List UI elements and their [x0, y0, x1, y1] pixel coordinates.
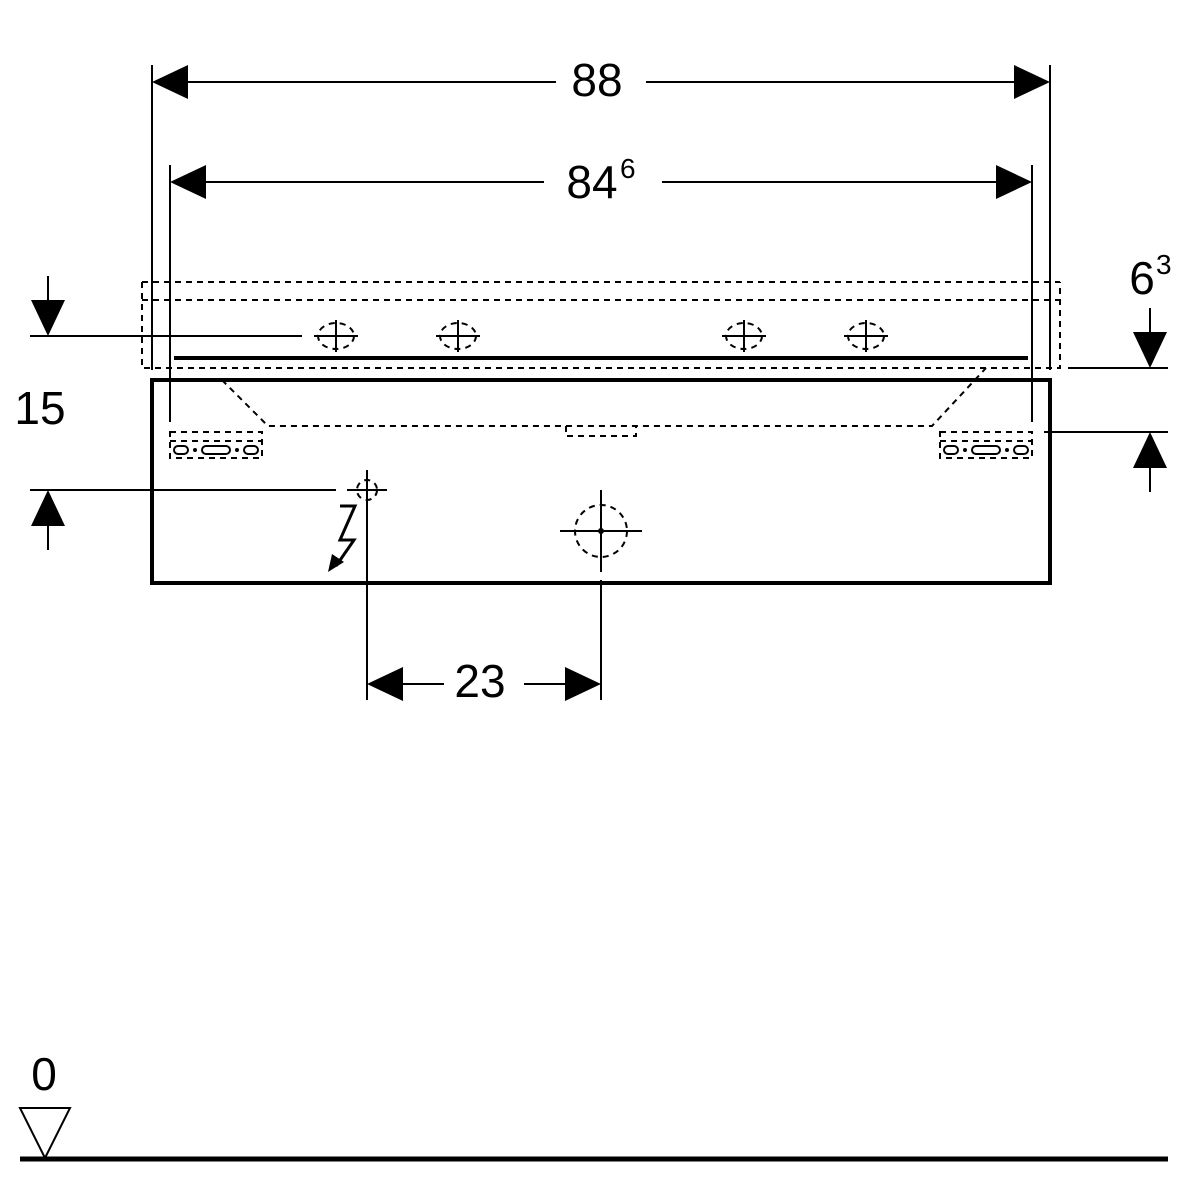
arrowhead-up [1133, 432, 1167, 468]
arrowhead-left [152, 65, 188, 99]
cabinet-body [150, 367, 1052, 585]
slotted-plate-right [939, 431, 1033, 459]
level-triangle-icon [18, 1107, 72, 1161]
fixing-screw [436, 320, 480, 352]
floor-level: 0 [18, 1048, 1168, 1162]
dimension-label-88: 88 [571, 54, 622, 106]
dimension-sup-6: 6 [620, 153, 636, 184]
dimension-inner-width: 84 6 [169, 153, 1033, 422]
floor-level-label: 0 [31, 1048, 57, 1100]
arrowhead-right [1014, 65, 1050, 99]
dimension-label-6-3: 6 [1129, 252, 1155, 304]
dimension-label-15: 15 [14, 382, 65, 434]
dimension-sup-3: 3 [1156, 249, 1172, 280]
dimension-label-84-6: 84 [566, 156, 617, 208]
drain-connection [560, 490, 642, 572]
electrical-connection [347, 470, 387, 510]
dimension-height-offset: 15 [14, 276, 336, 550]
mounting-rail [141, 281, 1061, 369]
slotted-plate-left [169, 431, 263, 459]
arrowhead-down [31, 300, 65, 336]
arrowhead-right [565, 667, 601, 701]
lightning-bolt-icon [328, 504, 358, 572]
dimension-pipe-offset: 23 [366, 510, 602, 707]
dimension-label-23: 23 [454, 655, 505, 707]
fixing-screw [314, 320, 358, 352]
arrowhead-left [170, 165, 206, 199]
dimension-overall-width: 88 [151, 54, 1051, 370]
dimension-fixing-depth: 6 3 [1044, 249, 1172, 492]
arrowhead-down [1133, 332, 1167, 368]
fixing-screw [722, 320, 766, 352]
fixing-screw [844, 320, 888, 352]
arrowhead-up [31, 490, 65, 526]
arrowhead-left [367, 667, 403, 701]
arrowhead-right [996, 165, 1032, 199]
